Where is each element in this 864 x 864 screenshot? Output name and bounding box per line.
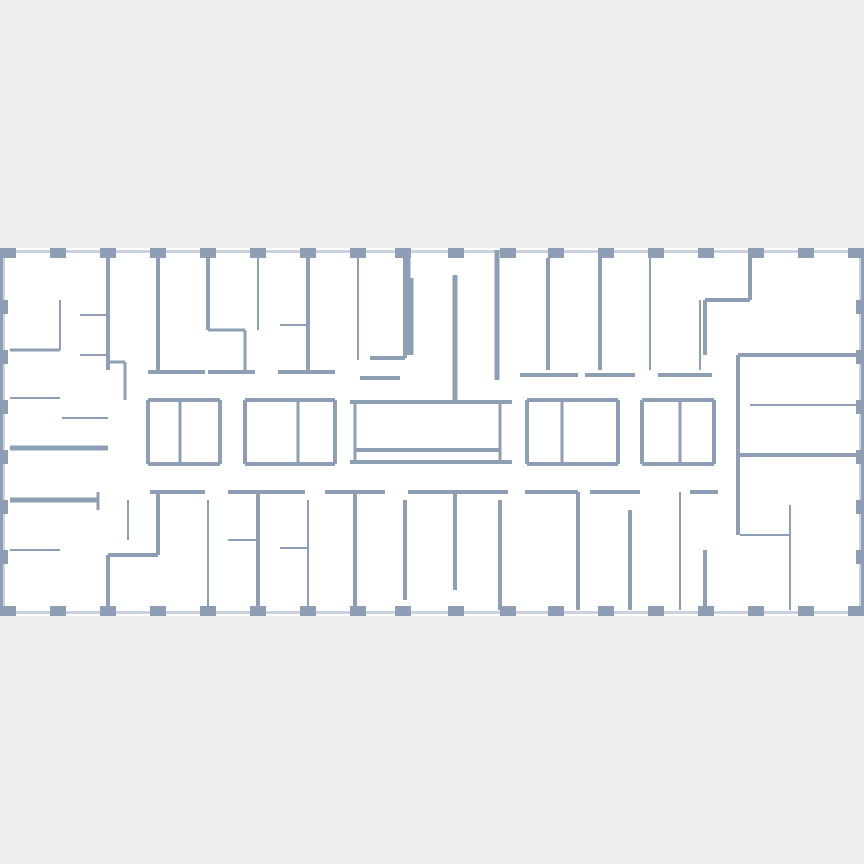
pillar — [648, 248, 664, 258]
pillar — [500, 606, 516, 616]
floor-area — [0, 248, 864, 616]
windows — [0, 248, 864, 616]
pillar — [0, 550, 8, 564]
window-strip — [0, 250, 864, 253]
window-strip — [0, 611, 864, 614]
pillar — [500, 248, 516, 258]
pillar — [395, 248, 411, 258]
pillar — [648, 606, 664, 616]
pillar — [798, 606, 814, 616]
pillar — [300, 606, 316, 616]
pillar — [848, 248, 864, 258]
pillar — [200, 248, 216, 258]
pillar — [100, 606, 116, 616]
window-strip — [2, 248, 5, 616]
pillar — [748, 606, 764, 616]
pillar — [856, 500, 864, 514]
pillar — [748, 248, 764, 258]
walls — [0, 248, 864, 616]
pillar — [598, 248, 614, 258]
pillar — [856, 550, 864, 564]
pillar — [856, 400, 864, 414]
pillar — [856, 350, 864, 364]
pillar — [250, 248, 266, 258]
pillar — [0, 500, 8, 514]
pillar — [150, 606, 166, 616]
pillar — [856, 300, 864, 314]
pillar — [150, 248, 166, 258]
pillar — [100, 248, 116, 258]
pillar — [598, 606, 614, 616]
pillar — [300, 248, 316, 258]
pillar — [250, 606, 266, 616]
pillar — [848, 606, 864, 616]
pillar — [698, 248, 714, 258]
pillar — [0, 400, 8, 414]
pillar — [50, 248, 66, 258]
pillar — [395, 606, 411, 616]
pillar — [0, 606, 16, 616]
pillar — [0, 350, 8, 364]
pillar — [448, 606, 464, 616]
pillar — [0, 248, 16, 258]
pillar — [548, 606, 564, 616]
pillars — [0, 248, 864, 616]
pillar — [50, 606, 66, 616]
pillar — [798, 248, 814, 258]
pillar — [350, 248, 366, 258]
pillar — [698, 606, 714, 616]
pillar — [350, 606, 366, 616]
pillar — [548, 248, 564, 258]
pillar — [200, 606, 216, 616]
pillar — [0, 300, 8, 314]
pillar — [448, 248, 464, 258]
pillar — [0, 450, 8, 464]
pillar — [856, 450, 864, 464]
window-strip — [859, 248, 862, 616]
